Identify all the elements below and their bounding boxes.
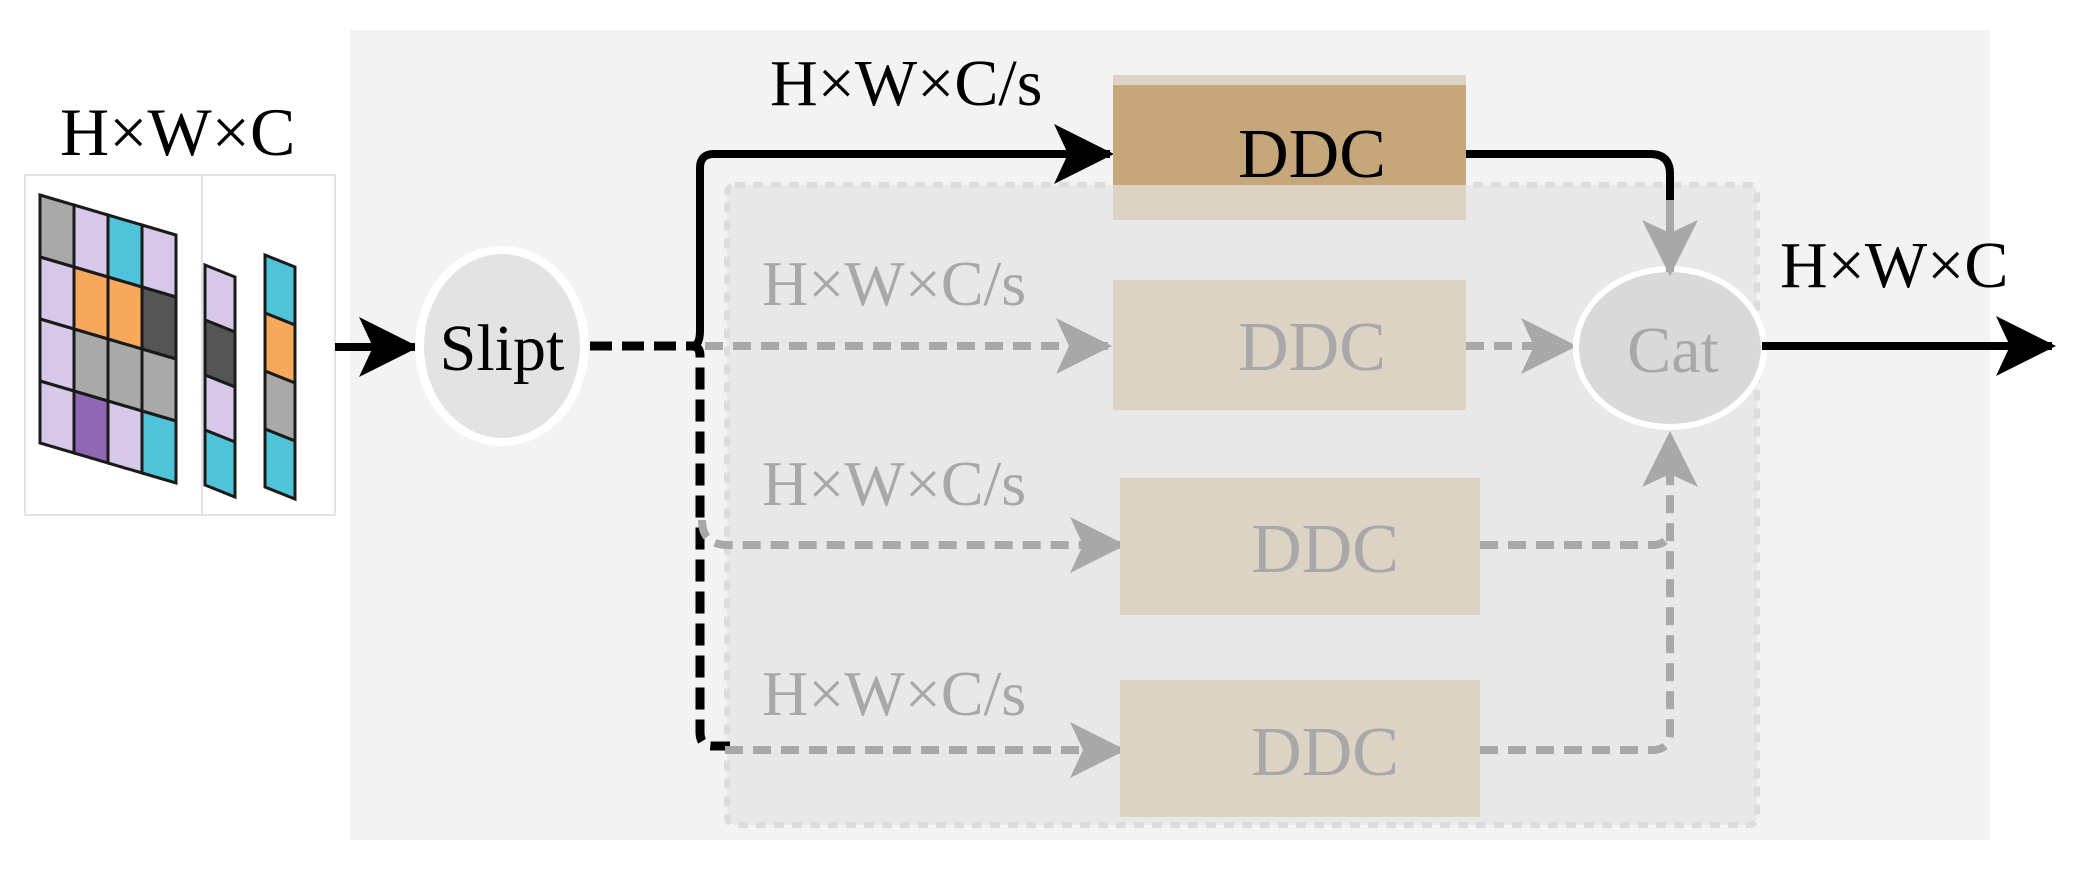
- branch-4-dims-label: H×W×C/s: [762, 658, 1026, 729]
- branch-1-ddc-label: DDC: [1238, 116, 1386, 193]
- output-dims-label: H×W×C: [1780, 229, 2008, 302]
- feature-map-cell: [263, 426, 297, 502]
- merge-connector-branch-3: [1480, 526, 1674, 549]
- feature-map-cell: [106, 398, 144, 476]
- branch-4-ddc-block: [1120, 680, 1480, 817]
- branch-1-output-arrow: [1466, 150, 1674, 270]
- branch-2: H×W×C/s DDC: [705, 248, 1577, 410]
- feature-map-cell: [140, 408, 178, 486]
- branch-3-input-arrow: [698, 517, 1126, 573]
- concat-node: Cat: [1573, 266, 1767, 430]
- feature-map-cell: [38, 254, 76, 332]
- branch-1-ddc-block: [1113, 85, 1466, 185]
- split-node-label: Slipt: [440, 312, 565, 385]
- branch-2-dims-label: H×W×C/s: [762, 248, 1026, 319]
- input-feature-map-icon: [24, 174, 336, 516]
- branch-4: H×W×C/s DDC: [725, 658, 1480, 817]
- feature-map-cell: [140, 284, 178, 362]
- split-node: Slipt: [415, 246, 589, 446]
- feature-map-cell: [38, 192, 76, 270]
- feature-map-cell: [106, 336, 144, 414]
- branch-2-ddc-block: [1113, 280, 1466, 410]
- branch-3: H×W×C/s DDC: [698, 448, 1480, 615]
- feature-map-cell: [140, 222, 178, 300]
- feature-map-cell: [38, 378, 76, 456]
- concat-node-label: Cat: [1627, 314, 1719, 387]
- branch-1: H×W×C/s DDC: [690, 47, 1674, 350]
- feature-map-cell: [203, 427, 237, 500]
- feature-map-cell: [72, 202, 110, 280]
- feature-map-cell: [72, 326, 110, 404]
- feature-map-cell: [140, 346, 178, 424]
- feature-map-cell: [106, 212, 144, 290]
- feature-map-cell: [38, 316, 76, 394]
- merge-connector: [1480, 431, 1698, 754]
- branch-4-ddc-label: DDC: [1251, 714, 1399, 791]
- feature-map-cell: [72, 264, 110, 342]
- branch-3-ddc-label: DDC: [1251, 511, 1399, 588]
- branch-2-ddc-label: DDC: [1238, 309, 1386, 386]
- branch-3-dims-label: H×W×C/s: [762, 448, 1026, 519]
- feature-map-cell: [72, 388, 110, 466]
- branch-1-dims-label: H×W×C/s: [770, 47, 1042, 120]
- input-dims-label: H×W×C: [60, 94, 295, 170]
- branch-1-input-arrow: [690, 124, 1114, 350]
- branch-3-ddc-block: [1120, 478, 1480, 615]
- feature-map-cell: [106, 274, 144, 352]
